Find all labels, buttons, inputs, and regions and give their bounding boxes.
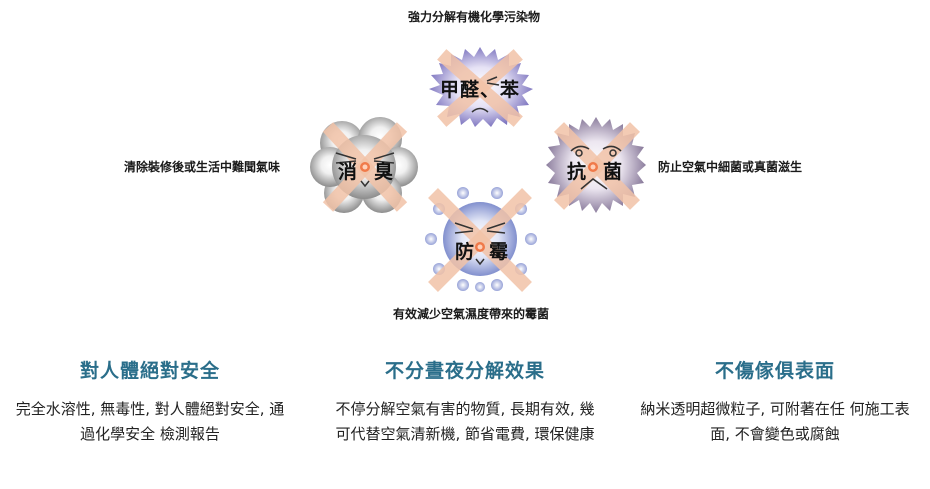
badge-label-left-2: 臭 [374, 161, 394, 183]
badge-label-bottom-2: 霉 [489, 241, 509, 263]
spiky-star-icon [429, 47, 533, 127]
cloud-icon [310, 117, 418, 213]
caption-top: 強力分解有機化學污染物 [408, 10, 541, 24]
badge-label-left-1: 消 [338, 161, 358, 183]
badge-label-right-1: 抗 [567, 161, 587, 183]
feature-text: 不停分解空氣有害的物質, 長期有效, 幾可代替空氣清新機, 節省電費, 環保健康 [335, 400, 595, 443]
badge-formaldehyde-benzene: 甲醛、苯 [425, 45, 535, 127]
caption-right: 防止空氣中細菌或真菌滋生 [658, 160, 803, 174]
feature-title: 對人體絕對安全 [79, 360, 220, 382]
caption-left: 清除裝修後或生活中難聞氣味 [124, 160, 281, 174]
feature-day-night: 不分晝夜分解效果 不停分解空氣有害的物質, 長期有效, 幾可代替空氣清新機, 節… [315, 356, 615, 447]
feature-title: 不傷傢俱表面 [714, 360, 835, 382]
badge-antibacterial: 抗 菌 [545, 115, 647, 215]
badge-anti-mold: 防 霉 [423, 183, 539, 295]
badge-label-bottom-1: 防 [455, 241, 475, 263]
feature-text: 納米透明超微粒子, 可附著在任 何施工表面, 不會變色或腐蝕 [640, 400, 910, 443]
feature-safety: 對人體絕對安全 完全水溶性, 無毒性, 對人體絕對安全, 通過化學安全 檢測報告 [0, 356, 300, 447]
feature-furniture: 不傷傢俱表面 納米透明超微粒子, 可附著在任 何施工表面, 不會變色或腐蝕 [625, 356, 925, 447]
feature-text: 完全水溶性, 無毒性, 對人體絕對安全, 通過化學安全 檢測報告 [15, 400, 285, 443]
badge-deodorize: 消 臭 [310, 115, 420, 215]
caption-bottom: 有效減少空氣濕度帶來的霉菌 [393, 307, 550, 321]
feature-title: 不分晝夜分解效果 [384, 360, 545, 382]
spore-ball-icon [425, 187, 537, 292]
spiky-star-icon [546, 117, 646, 213]
badge-label-top: 甲醛、苯 [439, 79, 520, 101]
badge-label-right-2: 菌 [603, 161, 623, 183]
